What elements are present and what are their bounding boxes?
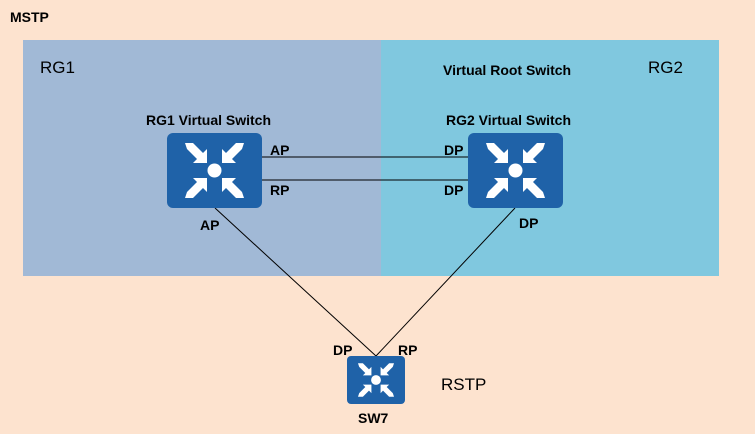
port-label-rg1-bottom: AP <box>200 217 220 233</box>
region-rg1-label: RG1 <box>40 58 75 77</box>
link-rg1-sw7 <box>214 207 377 357</box>
rg1-switch-icon <box>167 133 262 208</box>
port-label-sw7-right: RP <box>398 342 418 358</box>
diagram-title: MSTP <box>10 9 49 25</box>
port-label-sw7-left: DP <box>333 342 353 358</box>
rg2-switch-label: RG2 Virtual Switch <box>446 112 571 128</box>
rstp-label: RSTP <box>441 375 487 394</box>
port-label-rg1-mid: RP <box>270 182 290 198</box>
virtual-root-label: Virtual Root Switch <box>443 62 572 78</box>
port-label-rg2-top: DP <box>444 142 464 158</box>
port-label-rg2-mid: DP <box>444 182 464 198</box>
rg2-switch-icon <box>468 133 563 208</box>
sw7-switch-icon <box>347 356 405 404</box>
link-rg2-sw7 <box>375 207 516 357</box>
rg1-switch-label: RG1 Virtual Switch <box>146 112 271 128</box>
sw7-label: SW7 <box>358 410 389 426</box>
port-label-rg2-bottom: DP <box>519 215 539 231</box>
region-rg2-label: RG2 <box>648 58 683 77</box>
port-label-rg1-top: AP <box>270 142 290 158</box>
